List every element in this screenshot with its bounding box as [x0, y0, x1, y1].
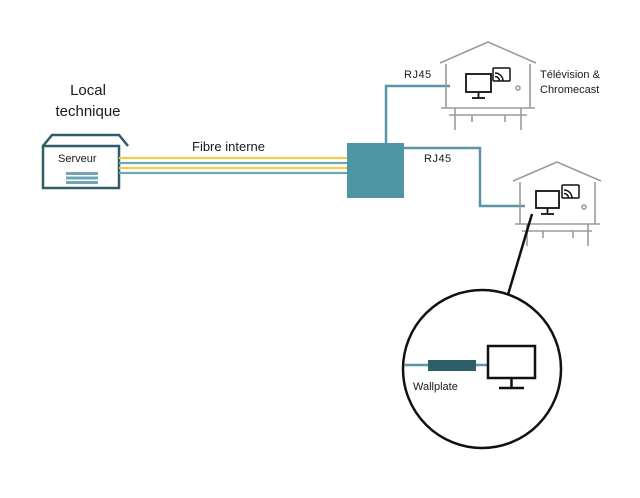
tv-chromecast-label: Télévision & Chromecast — [540, 68, 636, 98]
switch-icon — [347, 143, 404, 198]
fibre-cable — [119, 156, 350, 175]
local-technique-label: Local technique — [38, 80, 138, 122]
zoom-connector — [505, 213, 534, 299]
cast-icon — [492, 67, 511, 82]
wallplate-icon — [428, 360, 476, 371]
local-label-line2: technique — [55, 103, 121, 120]
monitor-icon — [465, 73, 492, 99]
house-icon — [439, 41, 537, 130]
tv-label-line1: Télévision & — [540, 69, 600, 81]
cast-icon — [561, 184, 580, 199]
rj45-label-top: RJ45 — [404, 69, 432, 81]
monitor-icon — [535, 190, 560, 215]
wallplate-label: Wallplate — [413, 381, 458, 393]
tv-label-line2: Chromecast — [540, 84, 600, 96]
server-label: Serveur — [58, 153, 97, 165]
local-label-line1: Local — [70, 82, 106, 99]
rj45-cable-top — [384, 84, 450, 144]
rj45-label-mid: RJ45 — [424, 153, 452, 165]
zoom-circle — [401, 288, 563, 450]
fibre-label: Fibre interne — [192, 139, 265, 154]
monitor-icon — [486, 344, 537, 390]
rj45-cable-mid — [404, 146, 525, 208]
